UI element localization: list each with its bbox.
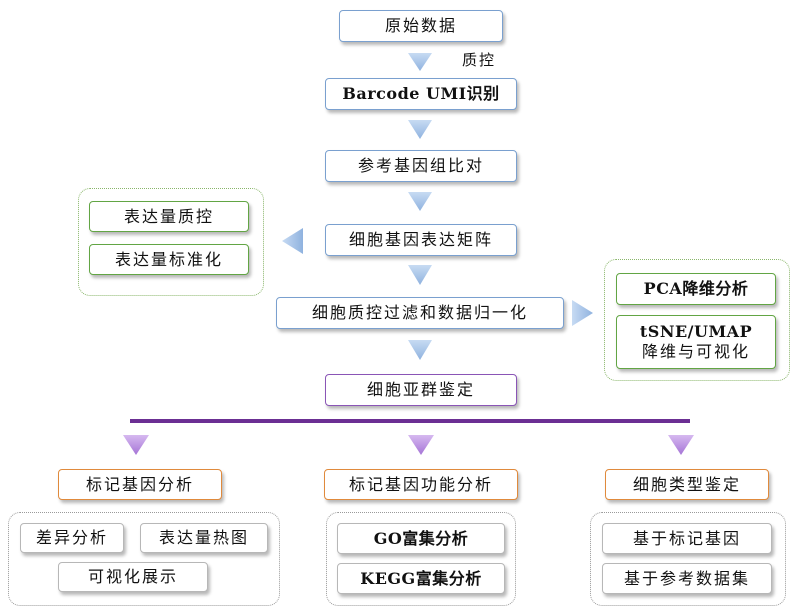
go-box: GO富集分析 xyxy=(337,523,505,554)
tsne-box: tSNE/UMAP 降维与可视化 xyxy=(616,315,776,369)
by-ref-label: 基于参考数据集 xyxy=(623,568,750,588)
arrow-down-1 xyxy=(408,53,432,71)
function-box: 标记基因功能分析 xyxy=(324,469,518,500)
by-ref-box: 基于参考数据集 xyxy=(602,563,772,594)
qc-label: 质控 xyxy=(462,51,497,69)
arrow-purple-right xyxy=(668,435,694,455)
celltype-label: 细胞类型鉴定 xyxy=(632,474,741,494)
pca-label: PCA降维分析 xyxy=(643,279,749,298)
arrow-down-5 xyxy=(408,340,432,360)
go-label: GO富集分析 xyxy=(373,528,469,548)
diff-box: 差异分析 xyxy=(20,523,124,553)
subgroup-label: 细胞亚群鉴定 xyxy=(366,380,475,399)
expr-norm-label: 表达量标准化 xyxy=(114,249,223,269)
expr-qc-label: 表达量质控 xyxy=(123,206,214,226)
marker-group xyxy=(8,512,280,606)
pca-box: PCA降维分析 xyxy=(616,273,776,305)
barcode-label: Barcode UMI识别 xyxy=(342,84,500,103)
kegg-box: KEGG富集分析 xyxy=(337,563,505,594)
marker-box: 标记基因分析 xyxy=(58,469,222,500)
arrow-down-2 xyxy=(408,120,432,139)
heatmap-box: 表达量热图 xyxy=(140,523,268,553)
barcode-box: Barcode UMI识别 xyxy=(325,78,517,110)
arrow-purple-left xyxy=(123,435,149,455)
align-box: 参考基因组比对 xyxy=(325,150,517,182)
align-label: 参考基因组比对 xyxy=(357,156,484,175)
heatmap-label: 表达量热图 xyxy=(158,528,249,547)
visual-label: 可视化展示 xyxy=(87,567,178,586)
filter-box: 细胞质控过滤和数据归一化 xyxy=(276,297,564,329)
right-group xyxy=(604,259,790,381)
filter-label: 细胞质控过滤和数据归一化 xyxy=(311,303,528,322)
matrix-label: 细胞基因表达矩阵 xyxy=(348,230,493,249)
arrow-down-4 xyxy=(408,265,432,285)
left-group xyxy=(78,188,264,296)
arrow-left xyxy=(282,228,303,254)
function-label: 标记基因功能分析 xyxy=(348,474,493,494)
tsne-label-line1: tSNE/UMAP xyxy=(639,322,753,341)
expr-qc-box: 表达量质控 xyxy=(89,201,249,232)
celltype-group xyxy=(590,512,786,606)
function-group xyxy=(326,512,516,606)
matrix-box: 细胞基因表达矩阵 xyxy=(325,224,517,256)
kegg-label: KEGG富集分析 xyxy=(360,568,482,588)
subgroup-box: 细胞亚群鉴定 xyxy=(325,374,517,406)
arrow-purple-center xyxy=(408,435,434,455)
marker-label: 标记基因分析 xyxy=(85,474,194,494)
expr-norm-box: 表达量标准化 xyxy=(89,244,249,275)
celltype-box: 细胞类型鉴定 xyxy=(605,469,769,500)
visual-box: 可视化展示 xyxy=(58,562,208,592)
arrow-down-3 xyxy=(408,192,432,211)
by-marker-label: 基于标记基因 xyxy=(632,528,741,548)
raw-data-label: 原始数据 xyxy=(384,16,457,35)
divider-bar xyxy=(130,419,690,423)
by-marker-box: 基于标记基因 xyxy=(602,523,772,554)
diff-label: 差异分析 xyxy=(35,528,108,547)
raw-data-box: 原始数据 xyxy=(339,10,503,42)
arrow-right xyxy=(572,300,593,326)
tsne-label-line2: 降维与可视化 xyxy=(641,342,750,361)
